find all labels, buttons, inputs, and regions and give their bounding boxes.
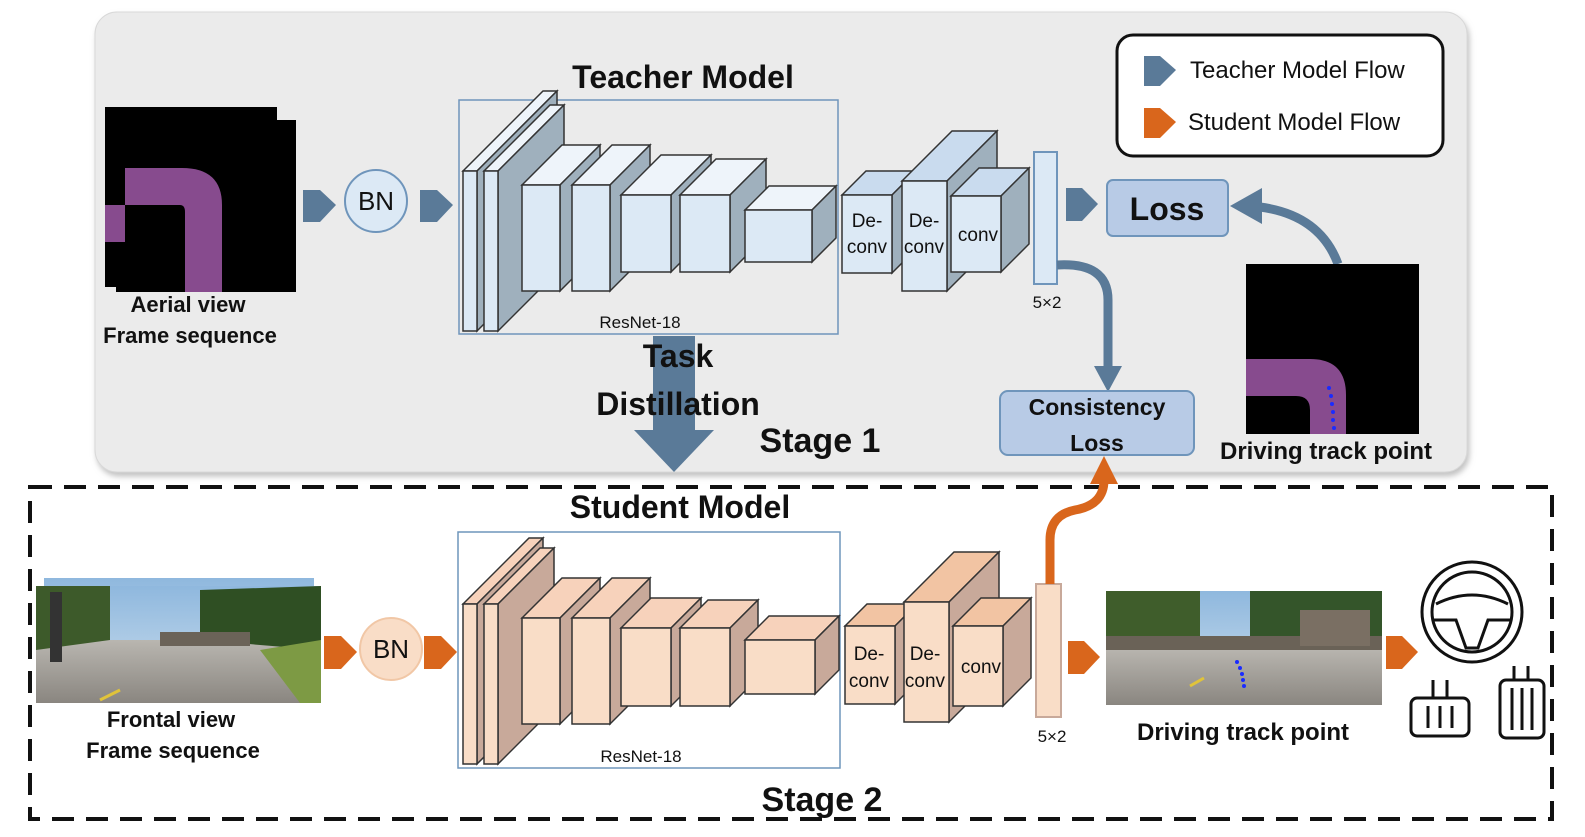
consistency-loss-line1: Consistency xyxy=(1029,394,1166,420)
student-conv-layer xyxy=(951,596,1033,708)
student-to-consistency-arrowhead xyxy=(1090,456,1118,484)
task-distillation-arrow xyxy=(634,336,714,472)
stage1-label: Stage 1 xyxy=(760,422,881,460)
legend-student-label: Student Model Flow xyxy=(1188,109,1401,136)
aerial-track-path xyxy=(105,168,222,292)
frontal-track-point-image xyxy=(1106,591,1382,705)
student-model-title: Student Model xyxy=(570,489,790,525)
legend: Teacher Model Flow Student Model Flow xyxy=(1115,33,1445,158)
teacher-flow-legend-arrow-icon xyxy=(1144,56,1176,86)
teacher-bn-label: BN xyxy=(358,186,394,216)
gt-to-loss-arrow xyxy=(1259,202,1343,266)
aerial-track-point-image xyxy=(1246,264,1419,434)
teacher-output-dim: 5×2 xyxy=(1033,293,1062,312)
teacher-deconv-blocks xyxy=(840,129,1031,293)
aerial-frame-seq-label: Frame sequence xyxy=(103,323,277,348)
student-bn-label: BN xyxy=(373,634,409,664)
teacher-resnet-label: ResNet-18 xyxy=(599,313,680,332)
student-to-consistency-arrow xyxy=(1045,479,1109,584)
accelerator-pedal-icon xyxy=(1498,666,1546,740)
student-deconv1-line1: De- xyxy=(854,644,885,665)
teacher-model-title: Teacher Model xyxy=(572,59,794,95)
teacher-to-consistency-arrow xyxy=(1056,260,1113,368)
student-deconv-blocks xyxy=(843,550,1033,724)
consistency-loss-box xyxy=(999,390,1195,456)
frontal-frame-seq-label: Frame sequence xyxy=(86,738,260,763)
steering-wheel-icon xyxy=(1420,560,1524,664)
frontal-view-frames xyxy=(36,578,321,703)
frontal-view-label: Frontal view xyxy=(107,707,236,732)
student-resnet-label: ResNet-18 xyxy=(600,747,681,766)
teacher-track-point-label: Driving track point xyxy=(1220,438,1432,465)
teacher-deconv1-line2: conv xyxy=(847,237,888,258)
student-deconv2-line1: De- xyxy=(910,644,941,665)
student-track-point-label: Driving track point xyxy=(1137,719,1349,746)
aerial-view-frames xyxy=(105,107,296,292)
aerial-view-label: Aerial view xyxy=(131,292,247,317)
teacher-arrow-to-bn xyxy=(303,190,336,222)
loss-label: Loss xyxy=(1130,191,1205,227)
teacher-output-bar xyxy=(1033,151,1058,285)
student-resnet-frame xyxy=(457,531,841,769)
distillation-line2: Distillation xyxy=(596,386,760,422)
student-output-bar xyxy=(1035,583,1062,718)
student-arrow-bn-to-resnet xyxy=(424,636,457,669)
student-deconv2-line2: conv xyxy=(905,671,946,692)
brake-pedal-icon xyxy=(1409,680,1471,738)
student-conv-label: conv xyxy=(961,657,1002,678)
teacher-deconv1-line1: De- xyxy=(852,211,883,232)
student-output-dim: 5×2 xyxy=(1038,727,1067,746)
student-arrow-to-track xyxy=(1068,641,1100,674)
teacher-deconv2-line1: De- xyxy=(909,211,940,232)
teacher-bn-node xyxy=(344,169,408,233)
legend-teacher-label: Teacher Model Flow xyxy=(1190,57,1405,84)
teacher-to-consistency-arrowhead xyxy=(1094,366,1122,392)
student-bn-node xyxy=(359,617,423,681)
stage2-frame xyxy=(28,485,1554,821)
teacher-arrow-to-loss xyxy=(1066,188,1098,221)
teacher-conv-label: conv xyxy=(958,225,999,246)
student-deconv1-line2: conv xyxy=(849,671,890,692)
student-resnet-blocks xyxy=(461,536,841,766)
student-arrow-to-bn xyxy=(324,636,357,669)
teacher-conv-layer xyxy=(949,166,1031,274)
student-resnet-layer-7 xyxy=(743,614,841,696)
teacher-deconv2-line2: conv xyxy=(904,237,945,258)
gt-to-loss-arrowhead xyxy=(1230,188,1262,224)
loss-box xyxy=(1106,179,1229,237)
stage2-label: Stage 2 xyxy=(762,781,883,819)
teacher-resnet-blocks xyxy=(461,89,838,333)
student-arrow-to-controls xyxy=(1386,636,1418,669)
teacher-resnet-frame xyxy=(458,99,839,335)
teacher-arrow-bn-to-resnet xyxy=(420,190,453,222)
consistency-loss-line2: Loss xyxy=(1070,430,1124,456)
student-flow-legend-arrow-icon xyxy=(1144,108,1176,138)
teacher-resnet-layer-7 xyxy=(743,184,838,264)
distillation-line1: Task xyxy=(643,338,714,374)
